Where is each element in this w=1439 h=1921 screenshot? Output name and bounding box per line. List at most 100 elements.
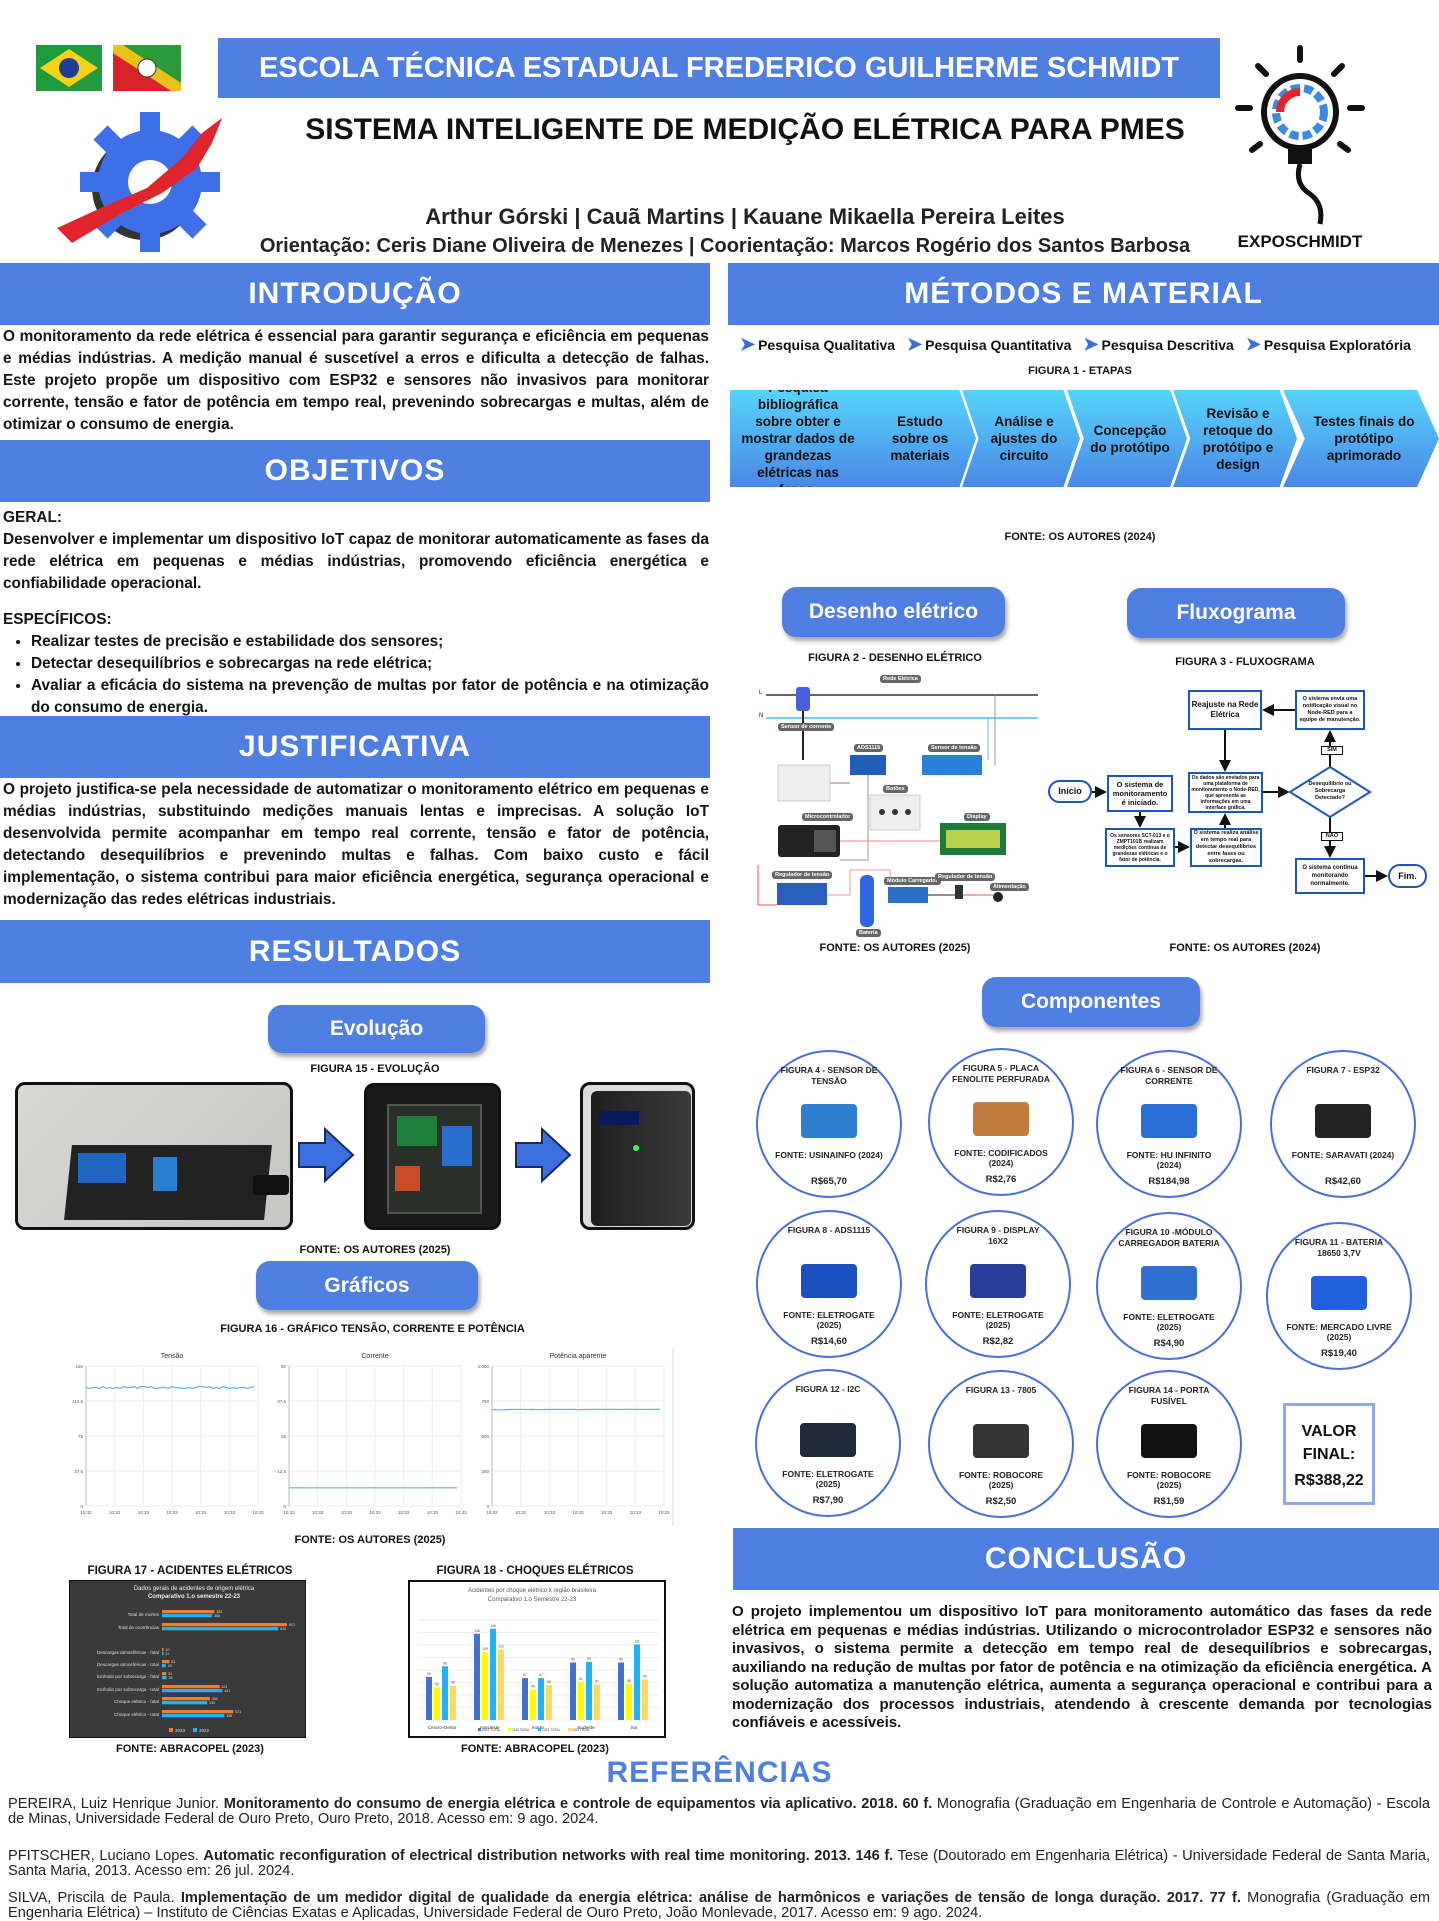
component-price: R$1,59: [1153, 1495, 1185, 1507]
component-source: FONTE: HU INFINITO (2024): [1126, 1149, 1212, 1170]
bar-value-label: 109: [482, 1647, 488, 1651]
component-image: [799, 1422, 857, 1458]
bar: [490, 1628, 496, 1720]
label-regulador-tensao: Regulador de tensão: [772, 871, 833, 879]
x-tick-label: 10:32: [486, 1510, 498, 1515]
brazil-flag: [36, 45, 102, 91]
bar-value-label: 52: [435, 1683, 439, 1687]
acidentes-chart: Dados gerais de acidentes de origem elét…: [69, 1580, 306, 1738]
bar: [162, 1648, 164, 1652]
legend-label: 2022 TOTAL: [482, 1728, 501, 1732]
reference-title: Implementação de um medidor digital de q…: [180, 1890, 1241, 1906]
conclusao-text: O projeto implementou um dispositivo IoT…: [732, 1603, 1432, 1731]
prototype-photo-1: [15, 1082, 293, 1230]
gear-logo: [52, 108, 257, 253]
component-title: FIGURA 8 - ADS1115: [787, 1224, 871, 1235]
objetivos-body: GERAL: Desenvolver e implementar um disp…: [3, 507, 709, 719]
bar: [586, 1661, 592, 1720]
section-heading: JUSTIFICATIVA: [239, 730, 471, 763]
chart-title: Corrente: [361, 1353, 388, 1360]
component-card: FIGURA 5 - PLACA FENOLITE PERFURADA FONT…: [928, 1048, 1074, 1196]
fig2-source: FONTE: OS AUTORES (2025): [819, 942, 971, 954]
bar-value-label: 121: [634, 1639, 640, 1643]
valor-final-label: VALOR FINAL:: [1301, 1423, 1357, 1463]
series-line: [491, 1408, 661, 1411]
list-item: Avaliar a eficácia do sistema na prevenç…: [31, 675, 709, 719]
y-tick-label: 37,5: [277, 1399, 286, 1404]
x-tick-label: 10:33: [341, 1510, 353, 1515]
etapa-step: Concepção do protótipo: [1067, 390, 1187, 487]
bar: [162, 1627, 279, 1631]
component-price: R$7,90: [812, 1494, 844, 1506]
bar: [474, 1633, 480, 1720]
x-tick-label: 10:33: [427, 1510, 439, 1515]
ads1115-icon: [850, 755, 886, 775]
x-tick-label: 10:33: [312, 1510, 324, 1515]
breadboard-icon: [777, 764, 831, 802]
bar: [618, 1662, 624, 1720]
bar: [162, 1676, 167, 1680]
school-banner: ESCOLA TÉCNICA ESTADUAL FREDERICO GUILHE…: [218, 38, 1220, 98]
component-title: FIGURA 14 - PORTA FUSÍVEL: [1128, 1384, 1210, 1406]
component-price: R$65,70: [811, 1175, 847, 1187]
authors: Arthur Górski | Cauã Martins | Kauane Mi…: [425, 204, 1065, 229]
bar-value-label: 383: [216, 1610, 222, 1614]
category-label: Incêndio por sobrecarga - total: [97, 1687, 159, 1692]
introducao-text: O monitoramento da rede elétrica é essen…: [3, 328, 709, 433]
bar-value-label: 31: [168, 1672, 172, 1676]
legend-label: 2022 FATAL: [512, 1728, 530, 1732]
bar: [162, 1623, 287, 1627]
x-tick-label: 10:33: [166, 1510, 178, 1515]
school-name: ESCOLA TÉCNICA ESTADUAL FREDERICO GUILHE…: [259, 51, 1179, 84]
component-source: FONTE: MERCADO LIVRE (2025): [1286, 1321, 1392, 1342]
prototype-photo-2: [364, 1083, 501, 1230]
circuit-wiring: [757, 687, 1038, 927]
bar: [162, 1697, 210, 1701]
power-jack-icon: [993, 892, 1003, 902]
flow-fim: Fim.: [1388, 864, 1427, 888]
bar-value-label: 55: [451, 1681, 455, 1685]
brazil-flag-icon: [40, 49, 98, 87]
bar: [498, 1649, 504, 1720]
prototype-photo-3: [580, 1082, 695, 1230]
bar-value-label: 86: [443, 1661, 447, 1665]
bar: [530, 1689, 536, 1720]
reference-title: Monitoramento do consumo de energia elét…: [223, 1796, 933, 1812]
component-source: FONTE: USINAINFO (2024): [775, 1149, 883, 1160]
research-type-label: Pesquisa Descritiva: [1101, 337, 1234, 353]
research-types: ➤Pesquisa Qualitativa ➤Pesquisa Quantita…: [740, 334, 1411, 355]
flow-analise: O sistema realiza análise em tempo real …: [1190, 828, 1262, 867]
component-card: FIGURA 6 - SENSOR DE CORRENTE FONTE: HU …: [1096, 1050, 1242, 1198]
legend-swatch: [508, 1728, 511, 1731]
component-title: FIGURA 13 - 7805: [965, 1384, 1037, 1395]
section-resultados: RESULTADOS: [0, 920, 710, 983]
fig16-caption: FIGURA 16 - GRÁFICO TENSÃO, CORRENTE E P…: [220, 1323, 525, 1335]
label-sensor-corrente: Sensor de corrente: [778, 723, 835, 731]
reference-author: PEREIRA, Luiz Henrique Junior.: [8, 1796, 224, 1812]
category-label: Total de ocorrências: [118, 1625, 160, 1630]
category-label: Total de mortes: [128, 1612, 160, 1617]
current-sensor-icon: [796, 687, 810, 711]
x-tick-label: 10:33: [630, 1510, 642, 1515]
y-tick-label: 12,5: [277, 1469, 286, 1474]
poster-title: SISTEMA INTELIGENTE DE MEDIÇÃO ELÉTRICA …: [305, 113, 1185, 146]
bar-value-label: 521: [235, 1710, 241, 1714]
x-tick-label: 10:33: [398, 1510, 410, 1515]
legend-swatch: [169, 1728, 173, 1732]
x-tick-label: 10:32: [80, 1510, 92, 1515]
component-price: R$42,60: [1325, 1175, 1361, 1187]
y-tick-label: 1.000: [478, 1364, 490, 1369]
bar: [450, 1685, 456, 1720]
fig17-caption: FIGURA 17 - ACIDENTES ELÉTRICOS: [87, 1565, 293, 1577]
bar-value-label: 849: [280, 1627, 286, 1631]
fig16-source: FONTE: OS AUTORES (2025): [294, 1534, 446, 1546]
bar: [482, 1651, 488, 1720]
component-source: FONTE: ELETROGATE (2025): [782, 1468, 874, 1489]
label-n: N: [759, 713, 764, 719]
x-tick-label: 10:33: [138, 1510, 150, 1515]
flow-inicio: Início: [1048, 780, 1092, 803]
fig3-caption: FIGURA 3 - FLUXOGRAMA: [1175, 656, 1315, 668]
especificos-label: ESPECÍFICOS:: [3, 611, 112, 628]
reference-details: Tese (Doutorado em Engenharia Elétrica) …: [8, 1848, 1431, 1879]
section-heading: MÉTODOS E MATERIAL: [904, 277, 1263, 310]
